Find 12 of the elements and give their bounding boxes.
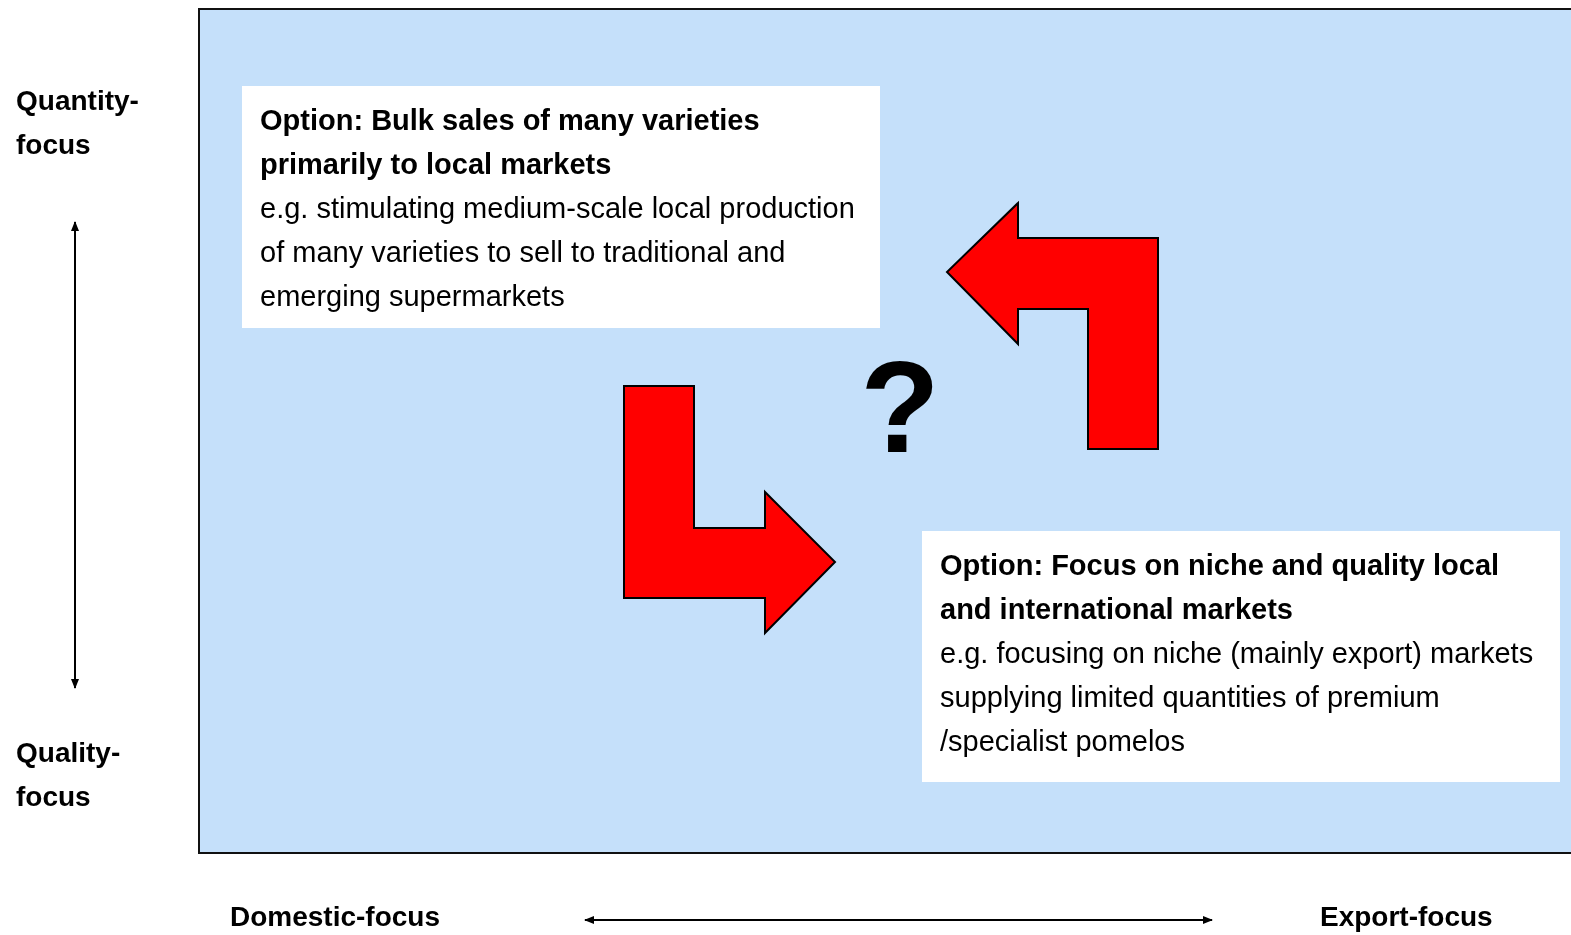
- block-arrow: [945, 200, 1159, 450]
- axis-label: Domestic-focus: [230, 900, 442, 934]
- option-description: e.g. focusing on niche (mainly export) markets supplying limited quantities of premium /specialist pomelos: [940, 636, 1535, 759]
- option-description: e.g. stimulating medium-scale local production of many varieties to sell to traditional and emerging supermarkets: [260, 191, 856, 314]
- axis-label: Quality-focus: [16, 736, 122, 814]
- option-box: [922, 531, 1560, 782]
- option-box: [242, 86, 880, 328]
- axis-label: Export-focus: [1320, 900, 1494, 934]
- block-arrow: [623, 385, 837, 636]
- axis-label: Quantity-focus: [16, 84, 140, 162]
- question-mark: ?: [859, 342, 941, 472]
- chart-panel: [198, 8, 1571, 854]
